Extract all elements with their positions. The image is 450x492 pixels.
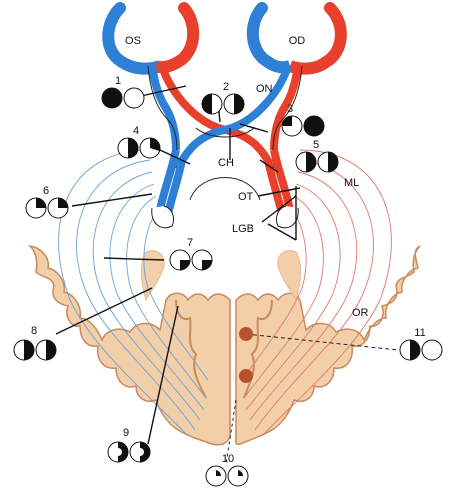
label-os: OS — [125, 35, 141, 47]
field-pair-6: 6 — [25, 185, 69, 219]
label-ml: ML — [344, 177, 359, 189]
label-or: OR — [352, 307, 369, 319]
left-ventricle-shape — [140, 250, 165, 302]
field-pair-4: 4 — [117, 125, 161, 159]
left-eye-nasal — [172, 2, 200, 68]
lesion-number: 7 — [187, 237, 193, 249]
lesion-number: 4 — [133, 125, 139, 137]
lesion-dot-11 — [239, 327, 253, 341]
visual-field-defects: 1 2 3 4 5 — [13, 75, 443, 487]
label-on: ON — [256, 83, 273, 95]
left-optic-tract — [156, 149, 180, 211]
lesion-number: 11 — [414, 327, 425, 339]
lesion-number: 8 — [31, 325, 37, 337]
field-pair-1: 1 — [101, 75, 145, 109]
lesion-number: 6 — [43, 185, 49, 197]
left-optic-radiation — [58, 149, 209, 437]
field-pair-9: 9 — [107, 427, 151, 463]
right-optic-nerve-red — [270, 65, 302, 151]
field-pair-5: 5 — [295, 139, 339, 173]
optic-radiations — [58, 149, 392, 437]
field-pair-7: 7 — [169, 237, 213, 271]
label-ot: OT — [238, 191, 254, 203]
optic-pathway — [102, 2, 347, 229]
right-optic-tract — [270, 149, 294, 211]
field-pair-11: 11 — [399, 327, 443, 361]
cortex — [27, 244, 421, 446]
right-nasal-crossing-fibers — [176, 64, 292, 167]
field-pair-10: 10 — [205, 453, 249, 487]
lesion-number: 5 — [313, 139, 319, 151]
right-lgb — [275, 205, 299, 229]
right-ventricle-shape — [277, 250, 302, 302]
lesion-number: 9 — [123, 427, 129, 439]
structure-labels: OS OD ON CH OT LGB ML OR — [125, 35, 369, 319]
lesion-number: 2 — [223, 81, 229, 93]
label-od: OD — [289, 35, 306, 47]
lesion-dot-10 — [239, 369, 253, 383]
label-lgb: LGB — [232, 223, 254, 235]
left-optic-nerve-blue — [148, 65, 180, 151]
field-pair-3: 3 — [281, 103, 325, 137]
lesion-number: 1 — [115, 75, 121, 87]
left-lgb — [151, 205, 175, 229]
lesion-10-dashed-line — [225, 399, 237, 465]
midbrain-outline — [189, 177, 261, 201]
left-occipital-cortex — [27, 244, 231, 446]
field-pair-2: 2 — [201, 81, 245, 115]
right-optic-radiation — [241, 149, 392, 437]
lesion-11-dashed-line — [245, 333, 399, 351]
lesion-number: 10 — [222, 453, 234, 465]
right-eye-nasal — [246, 2, 274, 68]
right-eye-temporal — [320, 2, 347, 68]
lesion-number: 3 — [287, 103, 293, 115]
left-calcarine-fold — [175, 299, 207, 399]
leader-lines — [55, 85, 301, 445]
field-pair-8: 8 — [13, 325, 57, 361]
left-eye-temporal — [102, 2, 128, 68]
label-ch: CH — [218, 157, 234, 169]
lesion-markers — [225, 327, 399, 465]
